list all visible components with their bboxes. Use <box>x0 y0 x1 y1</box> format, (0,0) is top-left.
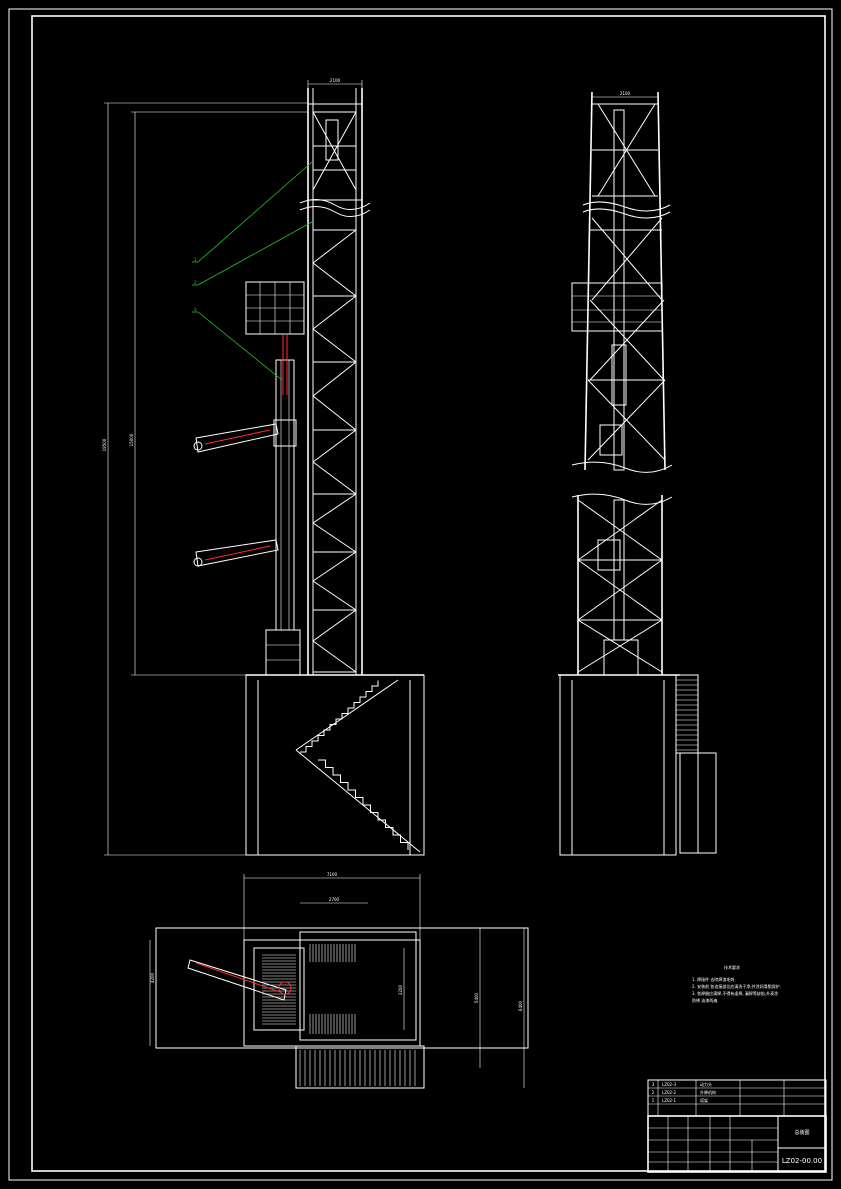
dim-plan-depth-left: 4200 <box>150 972 155 983</box>
front-stair-ticks <box>676 679 698 751</box>
notes-title: 技术要求 <box>724 964 740 970</box>
drawing-number: LZ02-00.00 <box>782 1157 822 1165</box>
callout-2: 2 <box>194 280 197 285</box>
callout-3: 3 <box>194 307 197 312</box>
dim-height-total: 19500 <box>102 438 107 451</box>
plan-stair-treads <box>262 944 416 1086</box>
side-elevation-view: 2100 19500 15000 1 2 3 <box>102 78 425 856</box>
title-block: 3 LZ02-3 动力头 2 LZ02-2 升降机构 1 LZ02-1 塔架 总… <box>647 1079 827 1173</box>
part-name-2: 升降机构 <box>700 1089 716 1095</box>
side-tower-lattice <box>312 229 357 673</box>
inner-frame <box>31 15 826 1172</box>
outer-frame <box>8 8 833 1181</box>
callout-1: 1 <box>194 257 197 262</box>
notes-line-4: 防锈 油漆两遍. <box>692 997 719 1003</box>
part-code-3: LZ02-3 <box>662 1082 677 1087</box>
notes-line-3: 3. 各焊缝应满焊,不得有虚焊, 漏焊等缺陷,外表涂 <box>692 990 778 996</box>
part-code-1: LZ02-1 <box>662 1098 677 1103</box>
dim-plan-depth-right1: 5400 <box>474 992 479 1003</box>
part-code-2: LZ02-2 <box>662 1090 677 1095</box>
plan-view: 7100 2700 4200 3200 5400 6400 <box>149 872 529 1089</box>
side-stair-upper <box>300 680 379 753</box>
notes-line-1: 1. 焊接件 去除焊渣毛刺. <box>692 976 736 982</box>
technical-notes: 技术要求 1. 焊接件 去除焊渣毛刺. 2. 安装前 各连接部位应清洗干净,并涂… <box>692 964 781 1003</box>
dim-height-tower: 15000 <box>129 433 134 446</box>
drawing-name: 总装图 <box>794 1129 809 1136</box>
part-name-1: 塔架 <box>700 1097 708 1103</box>
front-elevation-view: 2100 <box>558 91 717 856</box>
part-no-2: 2 <box>652 1090 655 1095</box>
part-no-1: 1 <box>652 1098 655 1103</box>
dim-plan-outer: 7100 <box>327 872 338 877</box>
dim-side-top: 2100 <box>330 78 341 83</box>
dim-front-top: 2100 <box>620 91 631 96</box>
dim-plan-depth-right2: 6400 <box>518 1000 523 1011</box>
dim-plan-inner: 2700 <box>329 897 340 902</box>
notes-line-2: 2. 安装前 各连接部位应清洗干净,并涂润滑脂保护. <box>692 983 781 989</box>
part-name-3: 动力头 <box>700 1081 712 1087</box>
part-no-3: 3 <box>652 1082 655 1087</box>
dim-plan-depth-inner: 3200 <box>398 984 403 995</box>
